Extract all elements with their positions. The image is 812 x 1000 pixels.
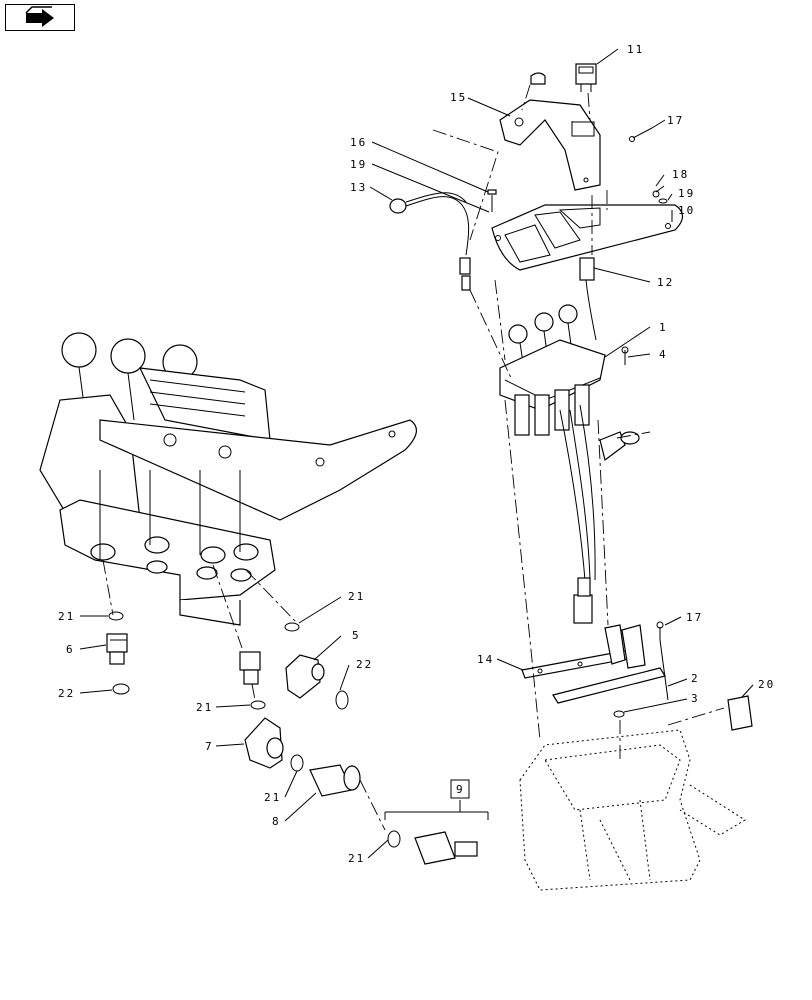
screw-part-17-top xyxy=(629,127,653,142)
callout-5: 5 xyxy=(352,629,361,642)
navigation-button[interactable] xyxy=(5,4,75,31)
label-part-20 xyxy=(727,695,753,731)
callout-13: 13 xyxy=(350,181,367,194)
o-ring-21-lower xyxy=(250,700,266,710)
o-ring-22-left xyxy=(112,683,130,695)
knob-part xyxy=(530,72,546,85)
callout-7: 7 xyxy=(205,740,214,753)
callout-leaders xyxy=(79,48,754,859)
switch-part-11 xyxy=(575,63,597,92)
callout-15: 15 xyxy=(450,91,467,104)
wire-harness-13 xyxy=(389,192,471,291)
callout-1: 1 xyxy=(659,321,668,334)
callout-17-top: 17 xyxy=(667,114,684,127)
bracket-part-2 xyxy=(552,624,669,704)
screw-part-4 xyxy=(621,346,629,365)
o-ring-21-elbow xyxy=(290,754,304,772)
group-bracket-9 xyxy=(384,779,489,820)
callout-21-d: 21 xyxy=(264,791,281,804)
o-ring-22-right xyxy=(335,690,349,710)
callout-10: 10 xyxy=(678,204,695,217)
fitting-upper-mid xyxy=(239,651,261,685)
callout-4: 4 xyxy=(659,348,668,361)
callout-22-left: 22 xyxy=(58,687,75,700)
screw-part-16 xyxy=(487,189,497,212)
fitting-part-5 xyxy=(285,654,325,699)
callout-21-e: 21 xyxy=(348,852,365,865)
panel-plate-10 xyxy=(491,204,684,271)
callout-20: 20 xyxy=(758,678,775,691)
callout-21-c: 21 xyxy=(196,701,213,714)
callout-2: 2 xyxy=(691,672,700,685)
callout-22-right: 22 xyxy=(356,658,373,671)
coupler-part-9 xyxy=(387,830,478,865)
fitting-part-6 xyxy=(106,633,128,665)
adapter-fitting-8 xyxy=(309,764,361,797)
callout-labels: 11 15 17 16 19 13 18 19 10 12 1 4 21 21 … xyxy=(58,43,775,865)
callout-21-a: 21 xyxy=(58,610,75,623)
valve-assembly-1 xyxy=(499,304,640,624)
callout-3: 3 xyxy=(691,692,700,705)
o-ring-21-mid xyxy=(284,622,300,632)
console-housing xyxy=(519,729,746,891)
callout-12: 12 xyxy=(657,276,674,289)
elbow-fitting-7 xyxy=(244,717,284,769)
strip-part-14 xyxy=(521,647,644,679)
callout-9: 9 xyxy=(456,783,465,796)
screw-part-17-low xyxy=(656,621,664,640)
screws-18-19 xyxy=(652,185,668,204)
callout-19-right: 19 xyxy=(678,187,695,200)
control-valve-assembly xyxy=(39,332,417,626)
washer-part-3 xyxy=(613,710,625,718)
bracket-part-15 xyxy=(499,99,601,191)
callout-6: 6 xyxy=(66,643,75,656)
assembly-paths xyxy=(102,84,725,831)
connector-part-12 xyxy=(579,257,597,341)
callout-14: 14 xyxy=(477,653,494,666)
callout-17-low: 17 xyxy=(686,611,703,624)
callout-21-b: 21 xyxy=(348,590,365,603)
callout-8: 8 xyxy=(272,815,281,828)
arrow-icon xyxy=(25,6,54,27)
callout-19-left: 19 xyxy=(350,158,367,171)
callout-16: 16 xyxy=(350,136,367,149)
callout-11: 11 xyxy=(627,43,644,56)
o-ring-21-left xyxy=(108,611,124,621)
callout-18: 18 xyxy=(672,168,689,181)
